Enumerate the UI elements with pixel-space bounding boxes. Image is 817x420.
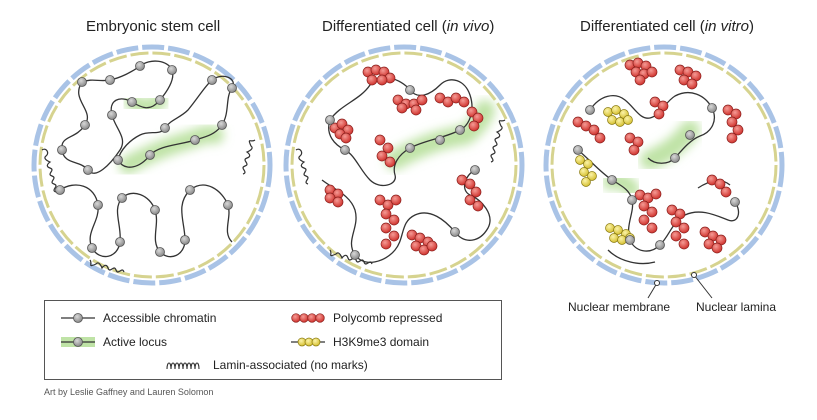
nuclear-lamina-ring [290, 51, 518, 279]
active-beads [405, 125, 465, 153]
lamin-loop-icon [166, 362, 200, 370]
lamina-pointer-dot [691, 272, 697, 278]
legend-label-h3k9: H3K9me3 domain [333, 335, 430, 349]
legend-label-lamin: Lamin-associated (no marks) [213, 358, 368, 372]
membrane-pointer-dot [654, 280, 660, 286]
title-in-vivo: Differentiated cell (in vivo) [322, 18, 495, 35]
h3k9me3-icon [291, 337, 325, 347]
nuclear-lamina-ring [38, 51, 266, 279]
accessible-beads [325, 85, 480, 260]
lamin-associated-loop [242, 139, 256, 175]
legend-label-active: Active locus [103, 335, 168, 349]
active-locus-glow [119, 125, 224, 174]
active-locus-glow [640, 120, 700, 170]
lamin-associated-loop [295, 148, 309, 185]
active-beads [127, 95, 227, 160]
polycomb-domains [324, 64, 484, 256]
lamin-associated-loop [490, 119, 506, 163]
nuclear-lamina-label: Nuclear lamina [696, 300, 777, 314]
legend-item-polycomb: Polycomb repressed [291, 311, 442, 325]
nuclear-membrane-label: Nuclear membrane [568, 300, 671, 314]
legend-label-polycomb: Polycomb repressed [333, 311, 443, 325]
cell-in-vivo [283, 44, 525, 286]
legend-item-accessible: Accessible chromatin [61, 311, 216, 325]
cell-embryonic [31, 44, 273, 286]
accessible-beads [55, 61, 237, 257]
polycomb-icon [291, 313, 325, 323]
lamin-associated-loop [41, 148, 57, 193]
chromatin-fiber [59, 184, 233, 258]
chromatin-fiber [117, 75, 234, 168]
polycomb-domains [572, 57, 744, 254]
nuclear-membrane-ring [283, 44, 525, 286]
cell-in-vitro [543, 44, 785, 299]
legend-item-lamin: Lamin-associated (no marks) [165, 358, 368, 372]
legend-item-h3k9: H3K9me3 domain [291, 335, 429, 349]
title-in-vitro: Differentiated cell (in vitro) [580, 18, 754, 35]
accessible-chromatin-icon [61, 313, 95, 323]
legend: Accessible chromatin Active locus Polyco… [44, 300, 502, 380]
nuclear-membrane-ring [543, 44, 785, 286]
legend-label-accessible: Accessible chromatin [103, 311, 217, 325]
lamina-pointer [693, 274, 713, 299]
lamin-associated-loop [329, 249, 373, 265]
nuclear-lamina-ring [550, 51, 778, 279]
title-embryonic: Embryonic stem cell [86, 18, 221, 35]
legend-item-active: Active locus [61, 335, 167, 349]
lamin-associated-loop [89, 259, 125, 273]
accessible-beads [573, 103, 740, 250]
nuclear-membrane-ring [31, 44, 273, 286]
active-locus-icon [61, 337, 95, 347]
active-beads [607, 130, 695, 205]
art-credit: Art by Leslie Gaffney and Lauren Solomon [44, 387, 214, 397]
